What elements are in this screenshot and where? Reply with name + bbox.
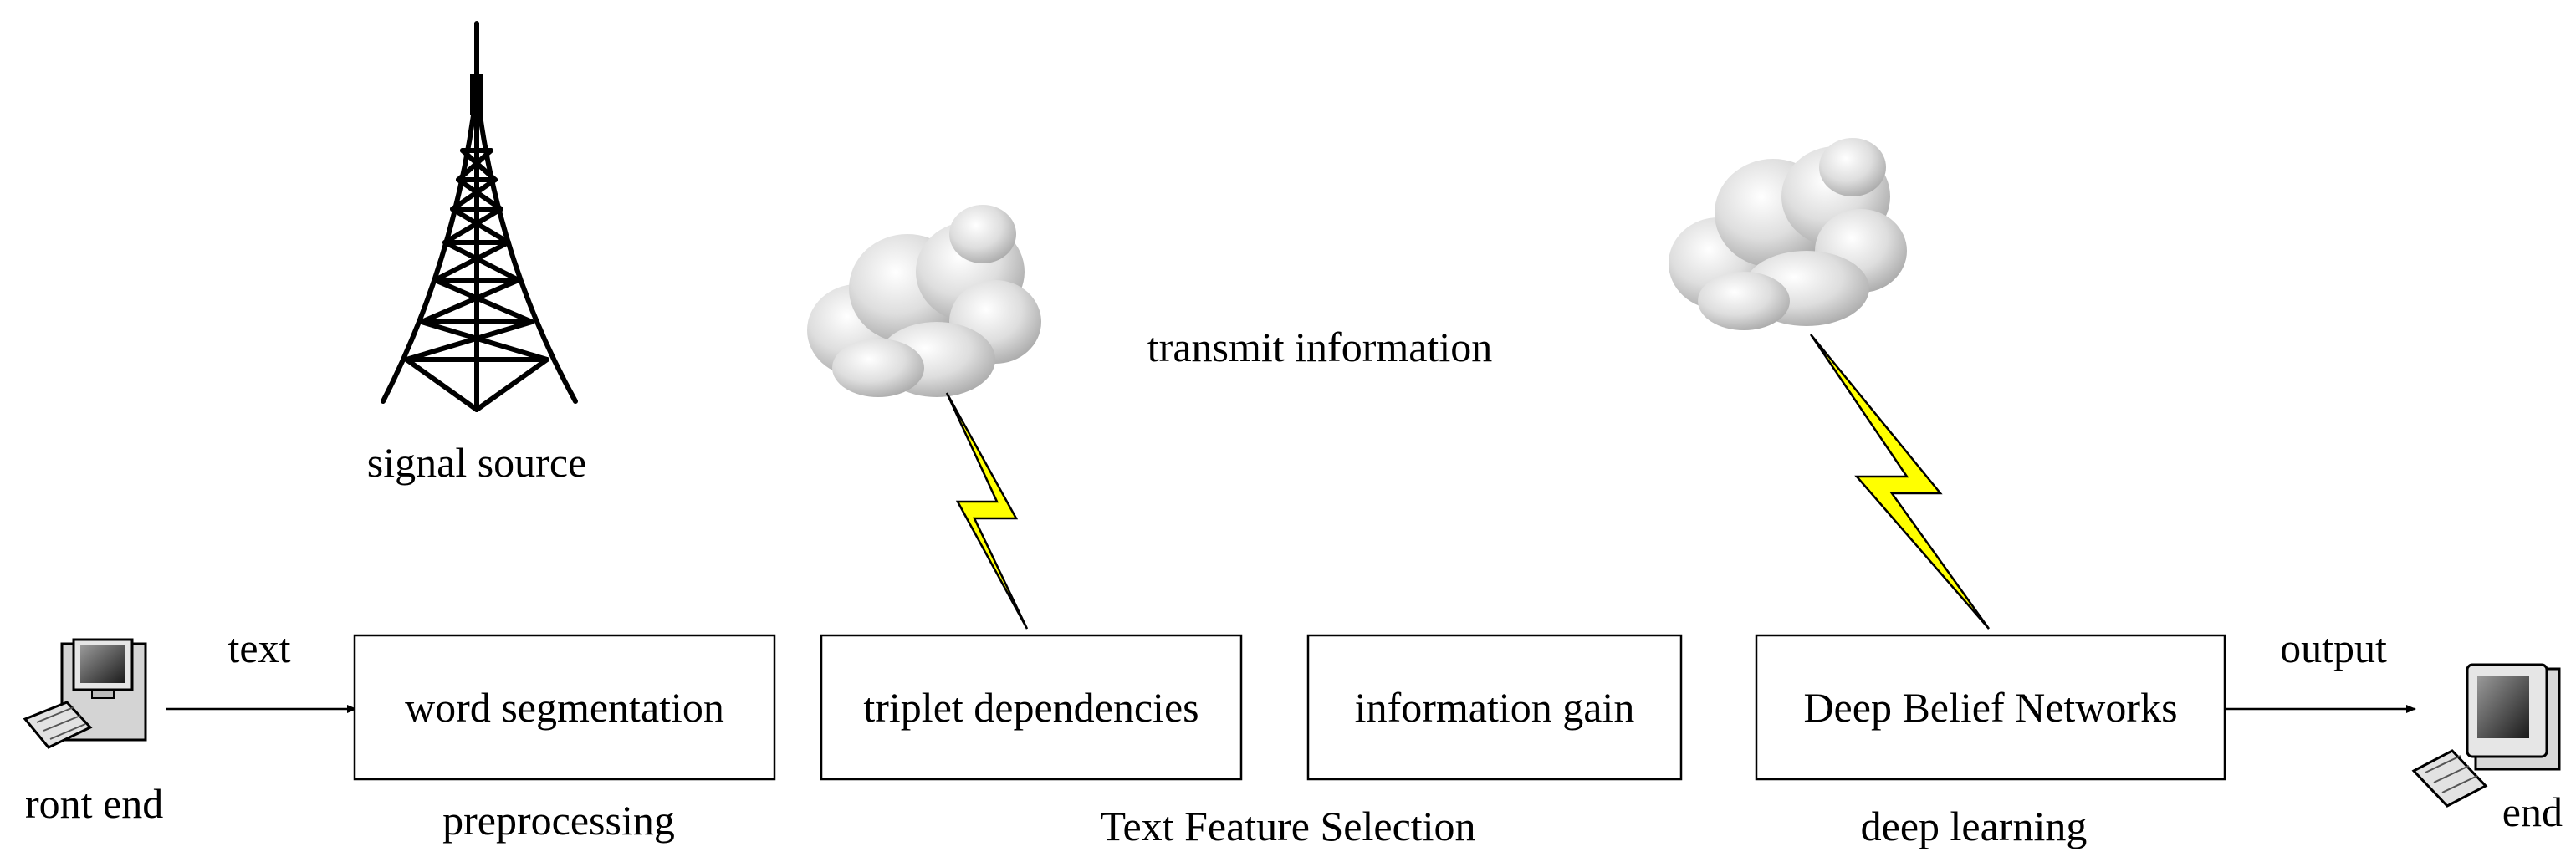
- output-edge-label: output: [2280, 625, 2387, 671]
- lightning-bolt-icon: [945, 392, 1029, 630]
- transmit-information-label: transmit information: [1147, 324, 1492, 370]
- deep-learning-caption: deep learning: [1861, 803, 2088, 849]
- computer-icon: [2411, 663, 2561, 808]
- process-box-word-segmentation: word segmentation: [353, 634, 776, 781]
- box-label: triplet dependencies: [863, 684, 1199, 731]
- cloud-icon: [807, 205, 1041, 397]
- box-label: information gain: [1355, 684, 1635, 731]
- box-label: Deep Belief Networks: [1803, 684, 2177, 731]
- box-label: word segmentation: [405, 684, 724, 731]
- preprocessing-caption: preprocessing: [442, 797, 675, 844]
- front-end-label: ront end: [25, 780, 163, 827]
- input-edge-label: text: [228, 625, 291, 671]
- signal-source-label: signal source: [367, 439, 586, 486]
- cloud-icon: [1669, 138, 1907, 330]
- transmission-tower-icon: [381, 21, 578, 412]
- process-box-triplet-dependencies: triplet dependencies: [820, 634, 1243, 781]
- process-box-information-gain: information gain: [1306, 634, 1683, 781]
- lightning-bolt-icon: [1809, 334, 1991, 630]
- back-end-label: end: [2502, 788, 2563, 835]
- process-box-deep-belief-networks: Deep Belief Networks: [1755, 634, 2226, 781]
- computer-icon: [23, 638, 147, 749]
- text-feature-selection-caption: Text Feature Selection: [1100, 803, 1475, 849]
